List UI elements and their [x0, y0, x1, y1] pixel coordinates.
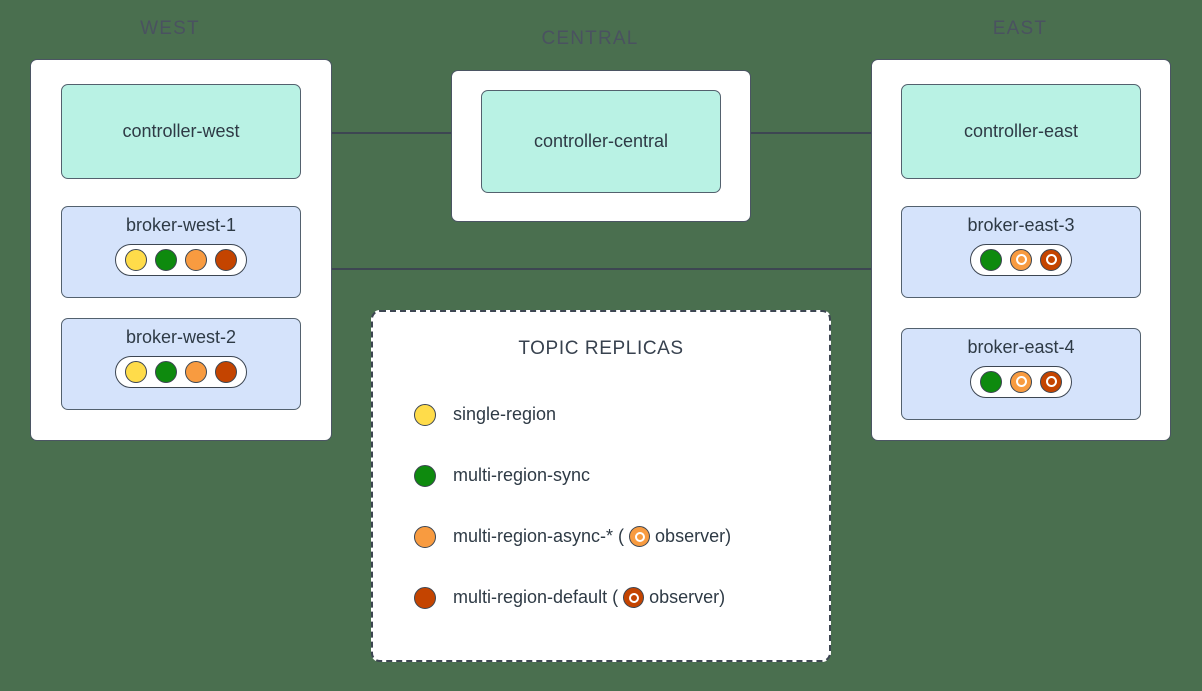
legend-label-multi-region-async: multi-region-async-* ( observer): [453, 526, 731, 547]
legend-text-after: observer): [649, 587, 726, 607]
replica-dot-multi-region-async: [185, 248, 207, 271]
replica-dot-multi-region-default: [215, 248, 237, 271]
legend-label-multi-region-sync: multi-region-sync: [453, 465, 590, 486]
region-label-west: WEST: [140, 18, 200, 39]
controller-node-central[interactable]: controller-central: [481, 90, 721, 193]
legend-swatch-multi-region-sync: [414, 464, 436, 487]
legend-swatch-multi-region-default: [414, 586, 436, 609]
broker-label-west-1: broker-west-1: [125, 215, 237, 235]
replica-dot-multi-region-async-observer: [1010, 370, 1032, 393]
replica-dot-multi-region-sync: [980, 370, 1002, 393]
link-west-east-brokers: [331, 268, 872, 270]
broker-label-east-3: broker-east-3: [967, 215, 1075, 235]
replica-pill-east-3: [970, 243, 1072, 276]
legend-title: TOPIC REPLICAS: [518, 338, 684, 359]
broker-node-east-4[interactable]: broker-east-4: [901, 328, 1141, 420]
link-west-central: [331, 132, 453, 134]
controller-label-east: controller-east: [963, 121, 1079, 141]
legend-swatch-multi-region-async: [414, 525, 436, 548]
replica-dot-multi-region-default: [215, 360, 237, 383]
legend-text-before: multi-region-default (: [453, 587, 619, 607]
legend-item-multi-region-sync: multi-region-sync: [414, 445, 829, 506]
region-label-east: EAST: [992, 18, 1048, 39]
replica-pill-west-2: [115, 355, 247, 388]
replica-dot-multi-region-default-observer: [1040, 248, 1062, 271]
legend-label-multi-region-default: multi-region-default ( observer): [453, 587, 725, 608]
replica-dot-multi-region-sync: [155, 360, 177, 383]
replica-dot-single-region: [125, 360, 147, 383]
controller-node-east[interactable]: controller-east: [901, 84, 1141, 179]
legend-observer-icon: [629, 526, 651, 547]
legend-item-multi-region-default: multi-region-default ( observer): [414, 567, 829, 628]
controller-node-west[interactable]: controller-west: [61, 84, 301, 179]
legend-swatch-single-region: [414, 403, 436, 426]
legend-item-multi-region-async: multi-region-async-* ( observer): [414, 506, 829, 567]
replica-dot-multi-region-async-observer: [1010, 248, 1032, 271]
legend-text-after: observer): [655, 526, 732, 546]
broker-node-west-2[interactable]: broker-west-2: [61, 318, 301, 410]
broker-node-east-3[interactable]: broker-east-3: [901, 206, 1141, 298]
legend-text-before: multi-region-sync: [453, 465, 591, 485]
legend-panel: TOPIC REPLICAS single-region multi-regio…: [371, 310, 831, 662]
legend-text-before: single-region: [453, 404, 557, 424]
replica-dot-multi-region-async: [185, 360, 207, 383]
link-central-east: [750, 132, 872, 134]
controller-label-west: controller-west: [122, 121, 240, 141]
replica-dot-multi-region-sync: [980, 248, 1002, 271]
replica-dot-single-region: [125, 248, 147, 271]
legend-label-single-region: single-region: [453, 404, 556, 425]
legend-item-single-region: single-region: [414, 384, 829, 445]
replica-dot-multi-region-default-observer: [1040, 370, 1062, 393]
region-label-central: CENTRAL: [541, 28, 639, 49]
legend-text-before: multi-region-async-* (: [453, 526, 625, 546]
replica-pill-east-4: [970, 365, 1072, 398]
replica-pill-west-1: [115, 243, 247, 276]
broker-label-west-2: broker-west-2: [125, 327, 237, 347]
legend-item-list: single-region multi-region-sync multi-re…: [373, 384, 829, 628]
broker-node-west-1[interactable]: broker-west-1: [61, 206, 301, 298]
broker-label-east-4: broker-east-4: [967, 337, 1075, 357]
replica-dot-multi-region-sync: [155, 248, 177, 271]
controller-label-central: controller-central: [533, 131, 669, 151]
legend-observer-icon: [623, 587, 645, 608]
